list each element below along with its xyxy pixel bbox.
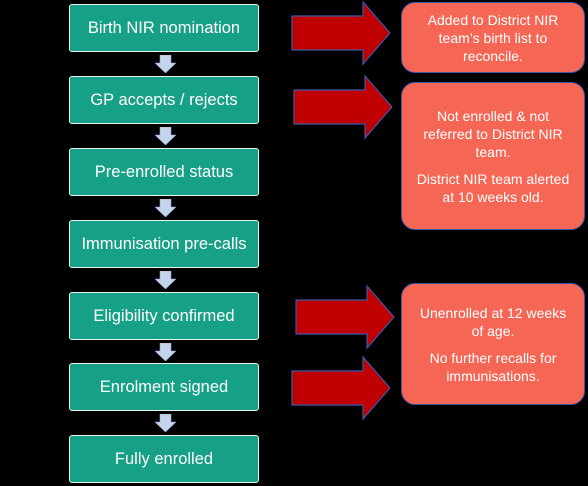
step-enrolment-signed: Enrolment signed — [69, 363, 259, 411]
down-arrow-icon — [155, 271, 176, 289]
right-arrow-icon — [291, 355, 391, 421]
note-not-enrolled: Not enrolled & not referred to District … — [401, 82, 585, 230]
down-arrow-icon — [155, 127, 176, 145]
note-text: District NIR team alerted at 10 weeks ol… — [416, 170, 570, 205]
step-fully-enrolled: Fully enrolled — [69, 435, 259, 483]
down-arrow-icon — [155, 55, 176, 73]
right-arrow-icon — [293, 74, 393, 140]
step-eligibility-confirmed: Eligibility confirmed — [69, 292, 259, 340]
note-birth-list: Added to District NIR team’s birth list … — [401, 2, 585, 73]
note-text: Added to District NIR team’s birth list … — [427, 11, 559, 64]
note-text: Unenrolled at 12 weeks of age. — [419, 304, 567, 339]
note-text: No further recalls for immunisations. — [429, 349, 557, 384]
step-gp-accepts-rejects: GP accepts / rejects — [69, 76, 259, 124]
step-immunisation-pre-calls: Immunisation pre-calls — [69, 220, 259, 268]
step-pre-enrolled-status: Pre-enrolled status — [69, 148, 259, 196]
down-arrow-icon — [155, 343, 176, 361]
note-text: Not enrolled & not referred to District … — [423, 107, 563, 160]
down-arrow-icon — [155, 199, 176, 217]
step-birth-nir-nomination: Birth NIR nomination — [69, 4, 259, 52]
right-arrow-icon — [291, 0, 391, 66]
note-unenrolled: Unenrolled at 12 weeks of age. No furthe… — [401, 283, 585, 405]
right-arrow-icon — [295, 284, 395, 350]
down-arrow-icon — [155, 414, 176, 432]
